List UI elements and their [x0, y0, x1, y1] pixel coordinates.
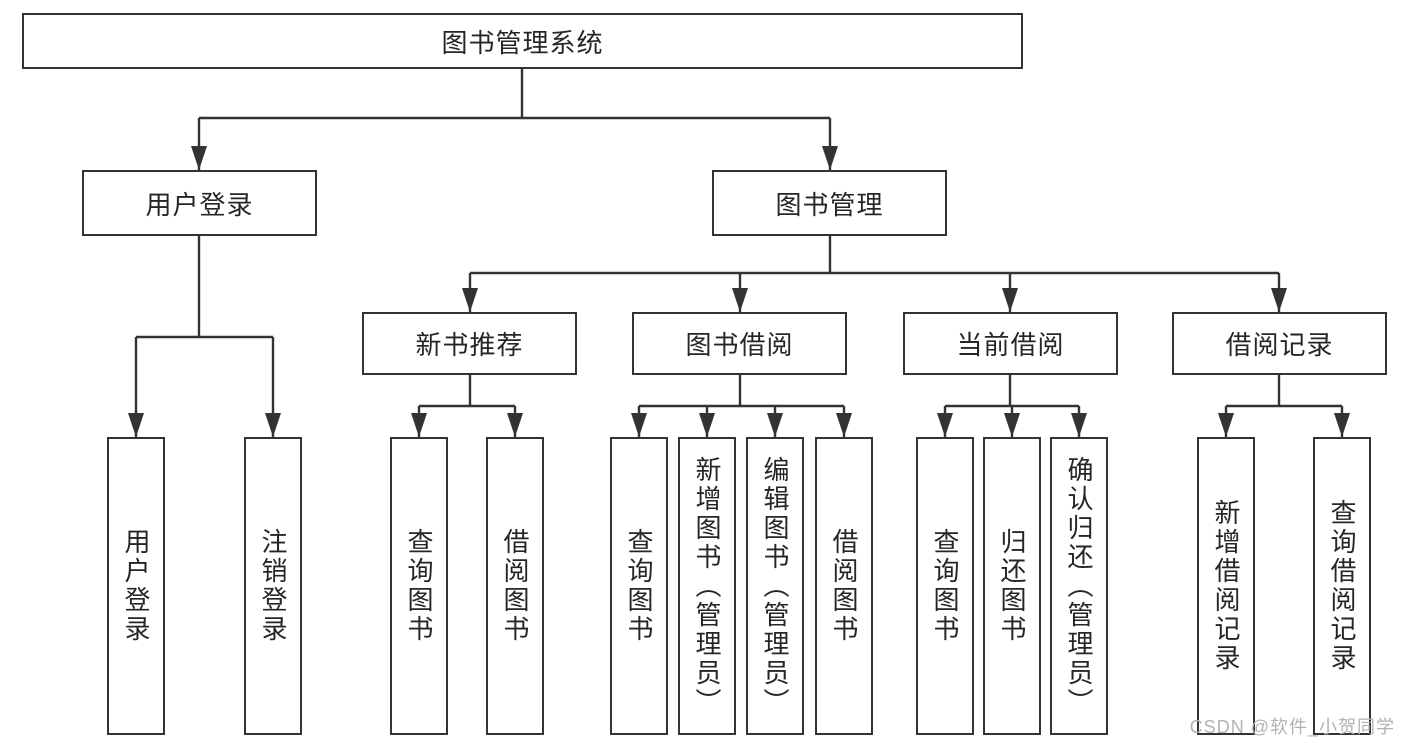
node-root: 图书管理系统 — [22, 13, 1023, 69]
leaf-add-borrow-record: 新增借阅记录 — [1197, 437, 1255, 735]
leaf-borrow-books-recommend: 借阅图书 — [486, 437, 544, 735]
csdn-watermark: CSDN @软件_小贺同学 — [1189, 717, 1395, 737]
node-user-login: 用户登录 — [82, 170, 317, 236]
leaf-confirm-return-admin: 确认归还（管理员） — [1050, 437, 1108, 735]
node-book-borrowing: 图书借阅 — [632, 312, 847, 375]
leaf-logout: 注销登录 — [244, 437, 302, 735]
node-borrowing-records: 借阅记录 — [1172, 312, 1387, 375]
leaf-user-login: 用户登录 — [107, 437, 165, 735]
leaf-return-book: 归还图书 — [983, 437, 1041, 735]
leaf-query-borrow-record: 查询借阅记录 — [1313, 437, 1371, 735]
leaf-borrow-books-borrowing: 借阅图书 — [815, 437, 873, 735]
node-current-borrowing: 当前借阅 — [903, 312, 1118, 375]
node-new-book-recommendation: 新书推荐 — [362, 312, 577, 375]
leaf-edit-book-admin: 编辑图书（管理员） — [746, 437, 804, 735]
leaf-query-books-recommend: 查询图书 — [390, 437, 448, 735]
leaf-query-books-borrowing: 查询图书 — [610, 437, 668, 735]
leaf-add-book-admin: 新增图书（管理员） — [678, 437, 736, 735]
node-book-management: 图书管理 — [712, 170, 947, 236]
leaf-query-books-current: 查询图书 — [916, 437, 974, 735]
